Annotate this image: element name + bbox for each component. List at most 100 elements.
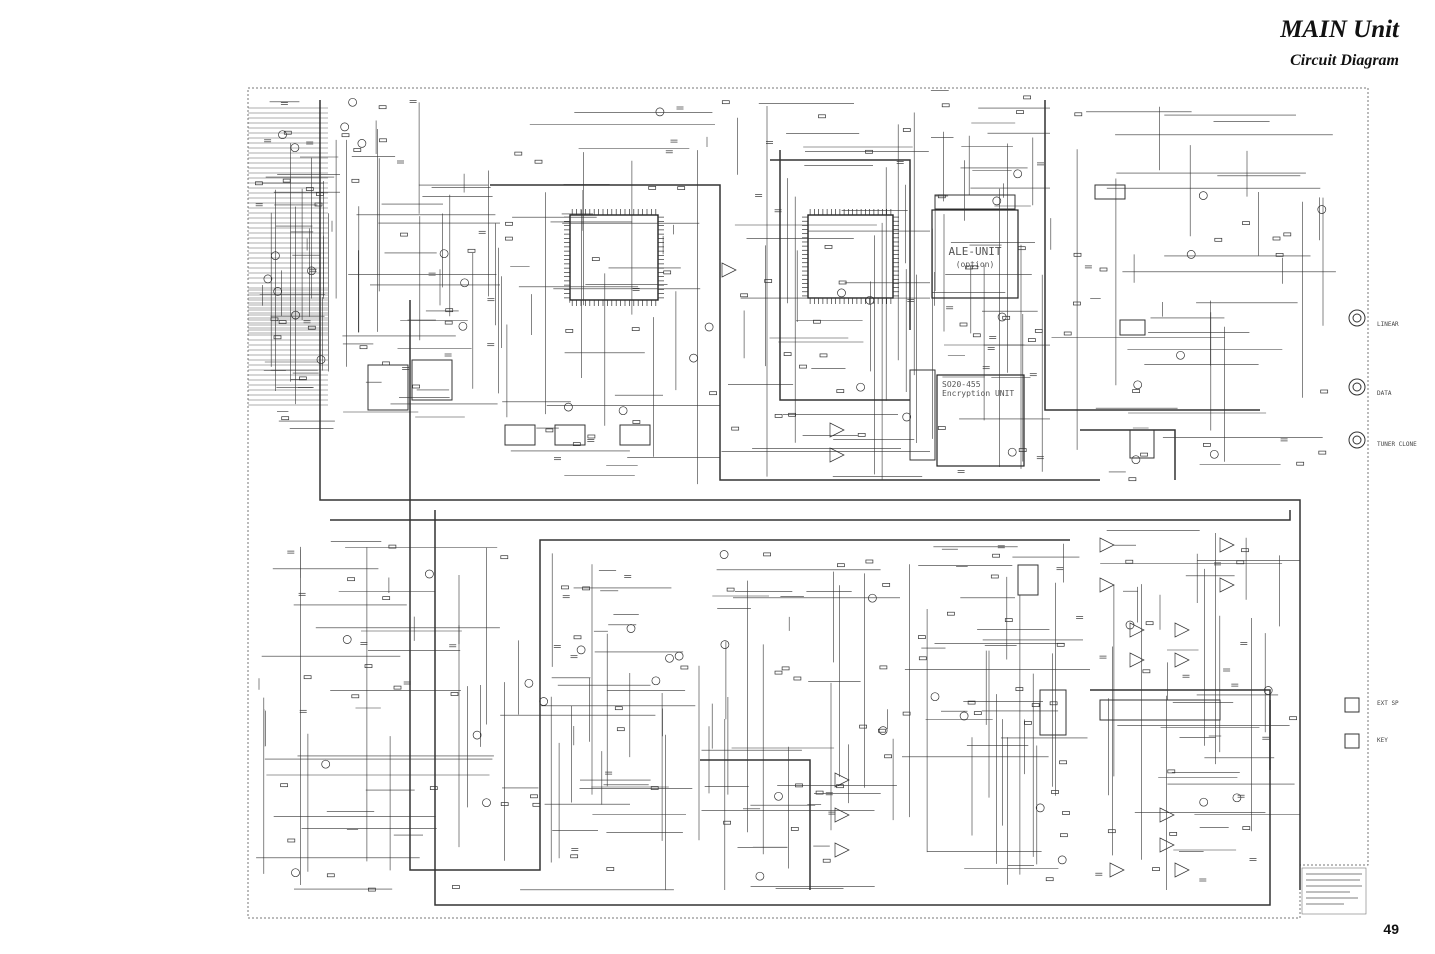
transistor <box>626 624 636 633</box>
op-amp <box>1109 862 1125 878</box>
resistor <box>1017 246 1026 251</box>
resistor <box>709 391 717 396</box>
bus-line <box>779 150 910 401</box>
resistor <box>783 352 792 356</box>
resistor <box>587 434 596 439</box>
transistor <box>997 312 1007 322</box>
transistor <box>856 382 865 392</box>
ic-block <box>554 424 586 446</box>
resistor <box>582 586 590 591</box>
bus-line <box>490 184 1100 481</box>
transistor <box>357 139 367 148</box>
resistor <box>859 724 867 729</box>
resistor <box>902 128 911 132</box>
transistor <box>774 791 783 801</box>
resistor <box>836 784 844 789</box>
resistor <box>1051 790 1059 794</box>
resistor <box>382 361 390 366</box>
notes-block <box>1301 867 1367 915</box>
resistor <box>1242 221 1250 225</box>
resistor <box>500 555 509 560</box>
resistor <box>959 322 968 327</box>
resistor <box>1059 760 1067 765</box>
ic-block <box>1099 699 1221 721</box>
ic-block <box>411 359 453 401</box>
op-amp <box>1219 577 1235 593</box>
resistor <box>307 325 316 330</box>
resistor <box>452 885 460 889</box>
resistor <box>616 727 625 732</box>
resistor <box>1214 237 1223 242</box>
transistor <box>674 651 684 661</box>
resistor <box>1074 112 1083 117</box>
resistor <box>1169 832 1178 836</box>
transistor <box>902 412 912 422</box>
transistor <box>291 310 300 320</box>
resistor <box>347 577 355 582</box>
resistor <box>1320 389 1329 394</box>
dsp-ic <box>807 214 894 299</box>
op-amp <box>834 842 850 858</box>
resistor <box>813 319 821 324</box>
resistor <box>388 544 397 549</box>
resistor <box>273 335 282 340</box>
transistor <box>539 697 548 706</box>
resistor <box>947 611 955 616</box>
resistor <box>799 364 807 369</box>
resistor <box>788 412 796 417</box>
ale-unit-label: ALE-UNIT <box>949 245 1002 258</box>
resistor <box>534 159 543 164</box>
transistor <box>564 402 573 412</box>
resistor <box>359 345 368 350</box>
resistor <box>1018 448 1027 452</box>
transistor <box>959 711 969 721</box>
transistor <box>992 196 1002 206</box>
transistor <box>576 645 586 655</box>
resistor <box>1034 329 1043 333</box>
transistor <box>651 676 661 686</box>
ic-block <box>1039 689 1067 736</box>
resistor <box>818 114 826 119</box>
resistor <box>514 151 523 156</box>
resistor <box>341 133 350 138</box>
resistor <box>305 187 314 191</box>
resistor <box>378 105 387 110</box>
resistor <box>1275 253 1284 257</box>
ic-block <box>1119 319 1146 336</box>
components-layer <box>255 95 1329 892</box>
ic-block <box>1129 429 1155 459</box>
transistor <box>472 730 482 740</box>
resistor <box>992 553 1000 558</box>
ic-block <box>504 424 536 446</box>
op-amp <box>1174 652 1190 668</box>
resistor <box>500 802 509 806</box>
resistor <box>631 327 640 331</box>
resistor <box>882 583 891 587</box>
op-amp <box>1129 622 1145 638</box>
resistor <box>1289 716 1297 721</box>
resistor <box>303 675 312 680</box>
resistor <box>270 317 279 322</box>
resistor <box>591 257 600 261</box>
transistor <box>1131 455 1141 465</box>
op-amp <box>1159 807 1175 823</box>
resistor <box>837 563 845 568</box>
resistor <box>1062 811 1070 815</box>
encryption-unit-label: Encryption UNIT <box>942 389 1014 398</box>
resistor <box>740 293 748 298</box>
resistor <box>819 353 828 358</box>
op-amp <box>1099 577 1115 593</box>
transistor <box>1133 380 1143 390</box>
resistor <box>793 676 802 681</box>
resistor <box>450 692 459 696</box>
transistor <box>1199 797 1209 807</box>
resistor <box>1241 548 1249 553</box>
resistor <box>1152 867 1160 871</box>
resistor <box>884 754 892 759</box>
resistor <box>400 232 408 237</box>
resistor <box>530 794 538 799</box>
transistor <box>719 550 729 559</box>
transistor <box>720 640 730 649</box>
op-amp <box>834 772 850 788</box>
resistor <box>865 559 874 564</box>
